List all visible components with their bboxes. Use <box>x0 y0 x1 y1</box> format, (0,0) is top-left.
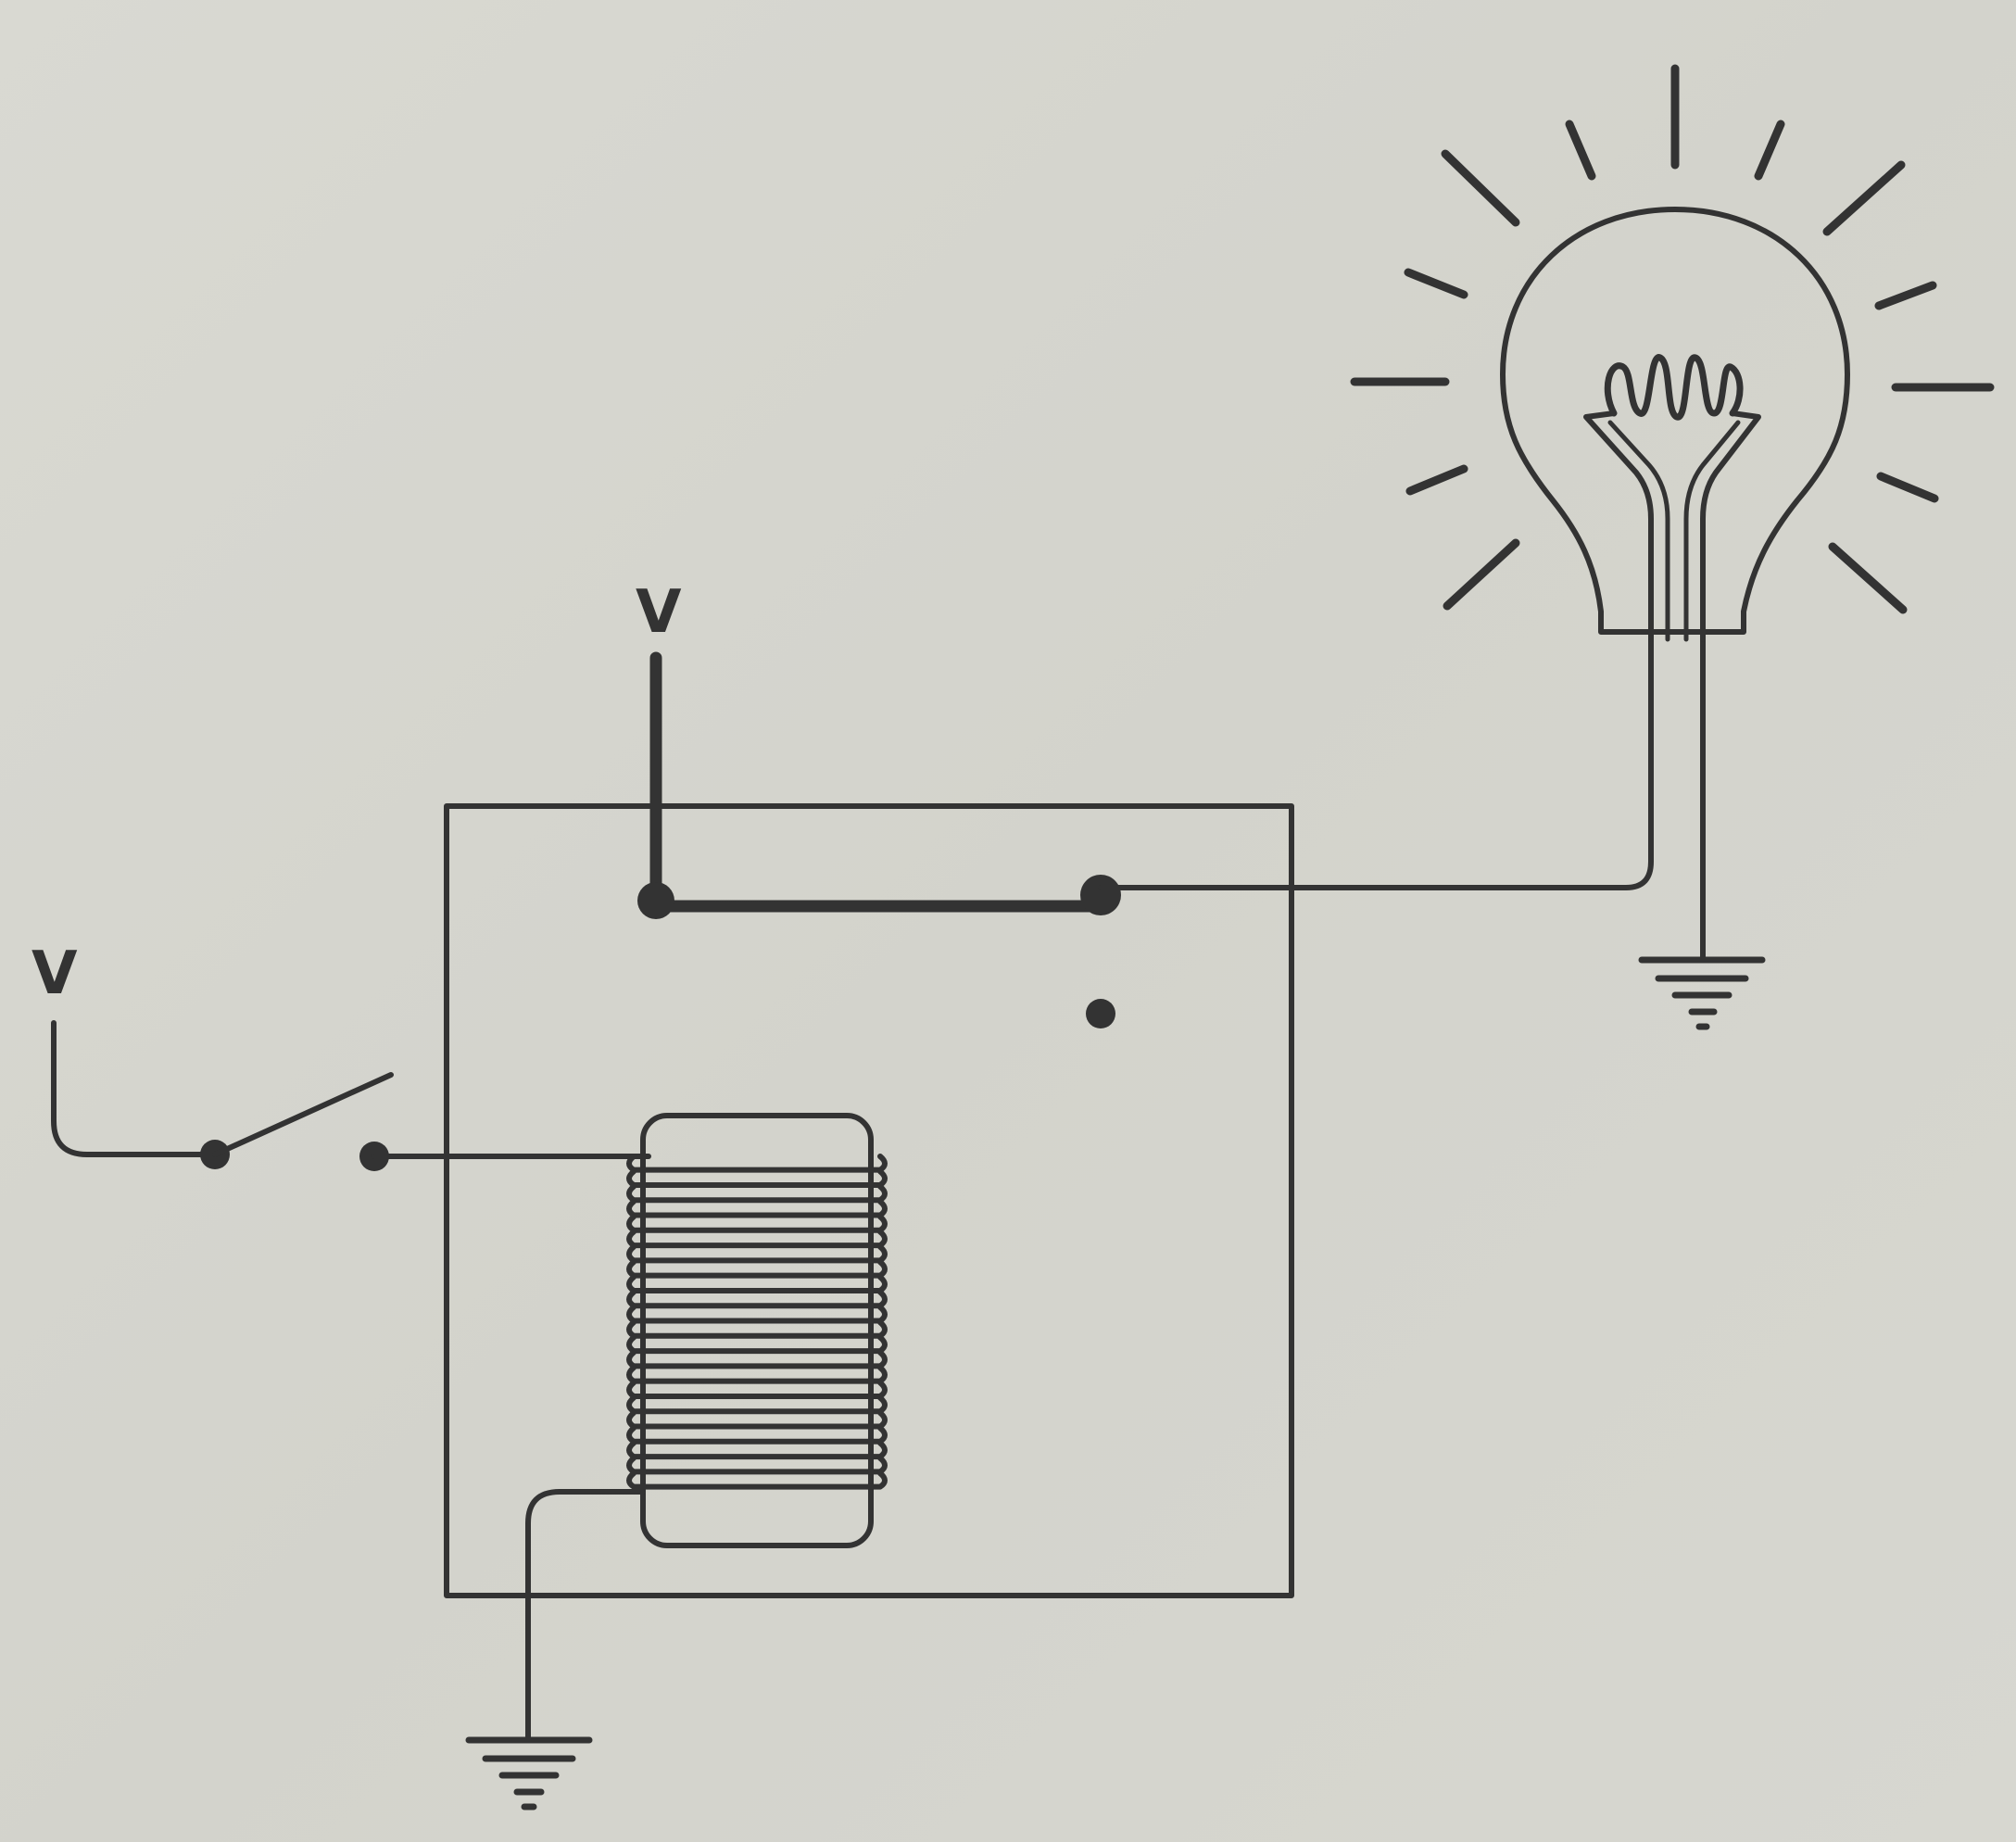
coil-winding-turn <box>626 1470 888 1490</box>
switch-blade <box>212 1072 394 1157</box>
coil-winding-turn <box>626 1319 888 1339</box>
coil-winding-turn <box>626 1243 888 1264</box>
coil-windings <box>626 1154 888 1490</box>
bulb-glass <box>1500 207 1850 635</box>
coil-winding-turn <box>626 1259 888 1279</box>
coil-winding-turn <box>626 1198 888 1218</box>
coil-winding-turn <box>626 1425 888 1445</box>
supply-label-top: V <box>636 578 682 647</box>
coil-winding-turn <box>626 1409 888 1430</box>
coil-winding-turn <box>626 1214 888 1233</box>
solenoid-coil <box>626 1113 888 1548</box>
bulb-filament-support-left-inner <box>1607 420 1670 642</box>
coil-winding-turn <box>626 1334 888 1355</box>
coil-winding-turn <box>626 1365 888 1384</box>
bulb-filament-support-left <box>1583 410 1654 642</box>
bulb-glow-rays <box>1350 64 1995 614</box>
coil-winding-turn <box>626 1229 888 1249</box>
coil-winding-turn <box>626 1380 888 1399</box>
coil-winding-turn <box>626 1304 888 1324</box>
relay-housing <box>444 803 1294 1598</box>
supply-label-left: V <box>32 940 78 1008</box>
coil-winding-turn <box>626 1394 888 1415</box>
coil-winding-turn <box>626 1183 888 1204</box>
bulb-filament-support-right-inner <box>1683 420 1741 642</box>
coil-winding-turn <box>626 1168 888 1188</box>
coil-winding-turn <box>626 1274 888 1293</box>
bulb-filament-coil <box>1604 354 1744 421</box>
ground-lamp-symbol <box>1638 956 1766 1030</box>
coil-core <box>640 1113 874 1548</box>
contact-open-dot <box>1086 999 1115 1028</box>
switch-input-wire <box>51 1020 218 1157</box>
light-bulb <box>1500 207 1850 642</box>
coil-winding-turn <box>626 1455 888 1475</box>
coil-ground-lead <box>525 1489 646 1743</box>
coil-winding-turn <box>626 1154 888 1173</box>
ground-coil-symbol <box>465 1736 593 1810</box>
armature-pivot-dot <box>637 882 674 919</box>
bulb-filament-support-right <box>1700 410 1761 642</box>
coil-winding-turn <box>626 1349 888 1369</box>
coil-winding-turn <box>626 1440 888 1460</box>
lamp-wire <box>1098 637 1654 890</box>
contact-closed-dot <box>1080 875 1121 915</box>
coil-winding-turn <box>626 1289 888 1309</box>
